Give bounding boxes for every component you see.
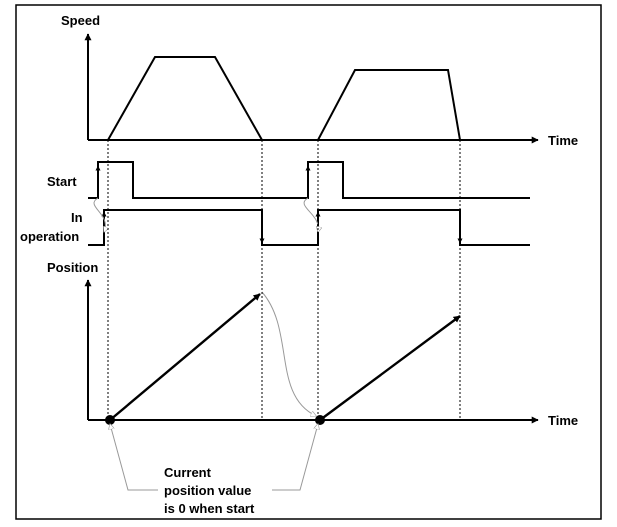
note-line-3: is 0 when start — [164, 501, 255, 516]
speed-profile-1 — [107, 56, 263, 141]
in-operation-label-line1: In — [71, 210, 83, 225]
in-operation-signal — [88, 209, 530, 246]
start-label: Start — [47, 174, 77, 189]
position-label: Position — [47, 260, 98, 275]
start-point-2 — [315, 415, 325, 425]
start-to-inop-curve-2 — [303, 197, 318, 232]
diagram-frame — [15, 4, 602, 520]
note-leader-left — [110, 424, 158, 491]
start-point-1 — [105, 415, 115, 425]
time-label-bottom: Time — [548, 413, 578, 428]
position-ramp-1 — [109, 293, 261, 421]
note-line-2: position value — [164, 483, 251, 498]
note-line-1: Current — [164, 465, 212, 480]
start-to-inop-curve-1 — [93, 197, 105, 232]
reset-curve — [261, 291, 316, 416]
in-operation-label-line2: operation — [20, 229, 79, 244]
speed-profile-2 — [317, 69, 461, 141]
note-leader-right — [272, 424, 318, 491]
time-label-top: Time — [548, 133, 578, 148]
position-ramp-2 — [319, 315, 461, 421]
speed-label: Speed — [61, 13, 100, 28]
